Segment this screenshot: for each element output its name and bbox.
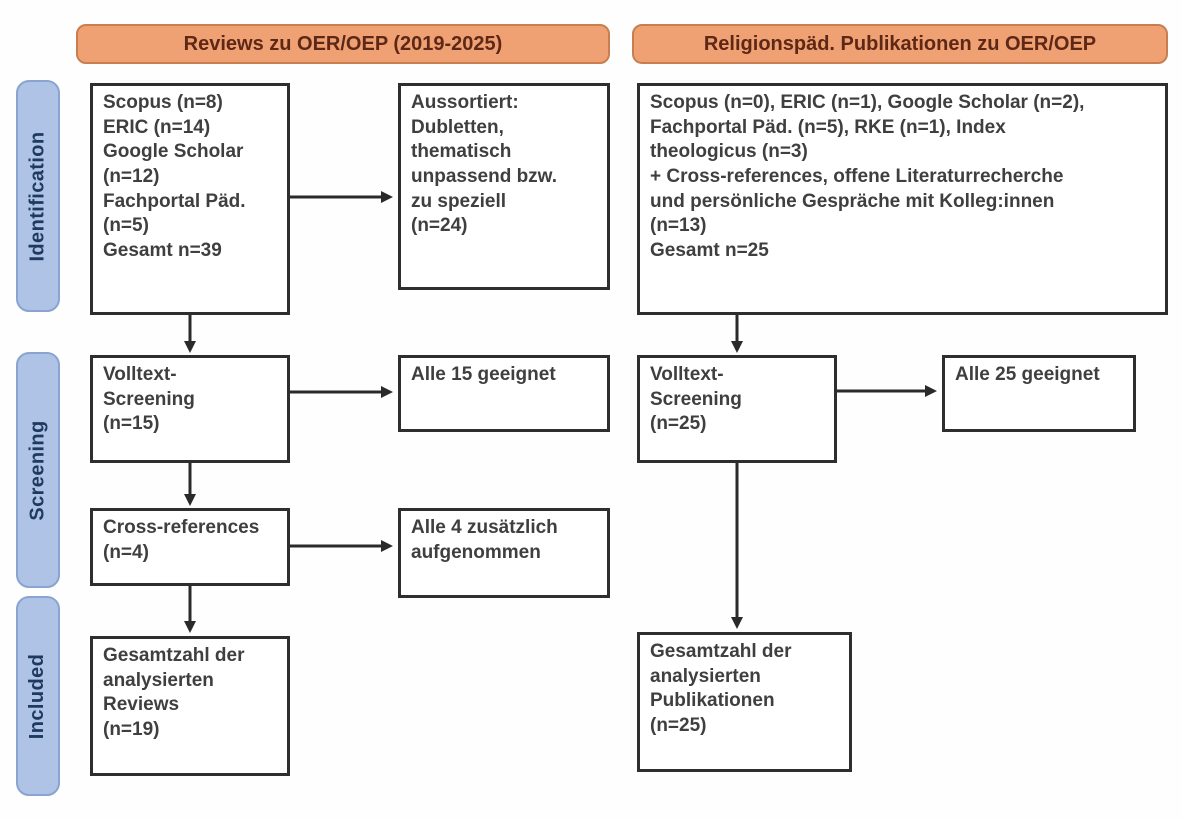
box-left-screening: Volltext- Screening (n=15) bbox=[90, 355, 290, 463]
box-left-crossref-result: Alle 4 zusätzlich aufgenommen bbox=[398, 508, 610, 598]
box-left-crossref: Cross-references (n=4) bbox=[90, 508, 290, 586]
box-right-included: Gesamtzahl der analysierten Publikatione… bbox=[637, 632, 852, 772]
stage-label-identification: Identification bbox=[26, 130, 49, 262]
column-header-reviews: Reviews zu OER/OEP (2019-2025) bbox=[76, 24, 610, 64]
stage-tab-identification: Identification bbox=[16, 80, 60, 312]
stage-label-screening: Screening bbox=[26, 419, 49, 521]
box-right-screening: Volltext- Screening (n=25) bbox=[637, 355, 837, 463]
box-left-identification: Scopus (n=8) ERIC (n=14) Google Scholar … bbox=[90, 83, 290, 315]
box-right-identification: Scopus (n=0), ERIC (n=1), Google Scholar… bbox=[637, 83, 1168, 315]
stage-label-included: Included bbox=[26, 653, 49, 739]
box-left-screening-result: Alle 15 geeignet bbox=[398, 355, 610, 432]
stage-tab-included: Included bbox=[16, 596, 60, 796]
box-left-excluded: Aussortiert: Dubletten, thematisch unpas… bbox=[398, 83, 610, 290]
stage-tab-screening: Screening bbox=[16, 352, 60, 588]
box-left-included: Gesamtzahl der analysierten Reviews (n=1… bbox=[90, 636, 290, 776]
column-header-religionspaed: Religionspäd. Publikationen zu OER/OEP bbox=[632, 24, 1168, 64]
box-right-screening-result: Alle 25 geeignet bbox=[942, 355, 1136, 432]
